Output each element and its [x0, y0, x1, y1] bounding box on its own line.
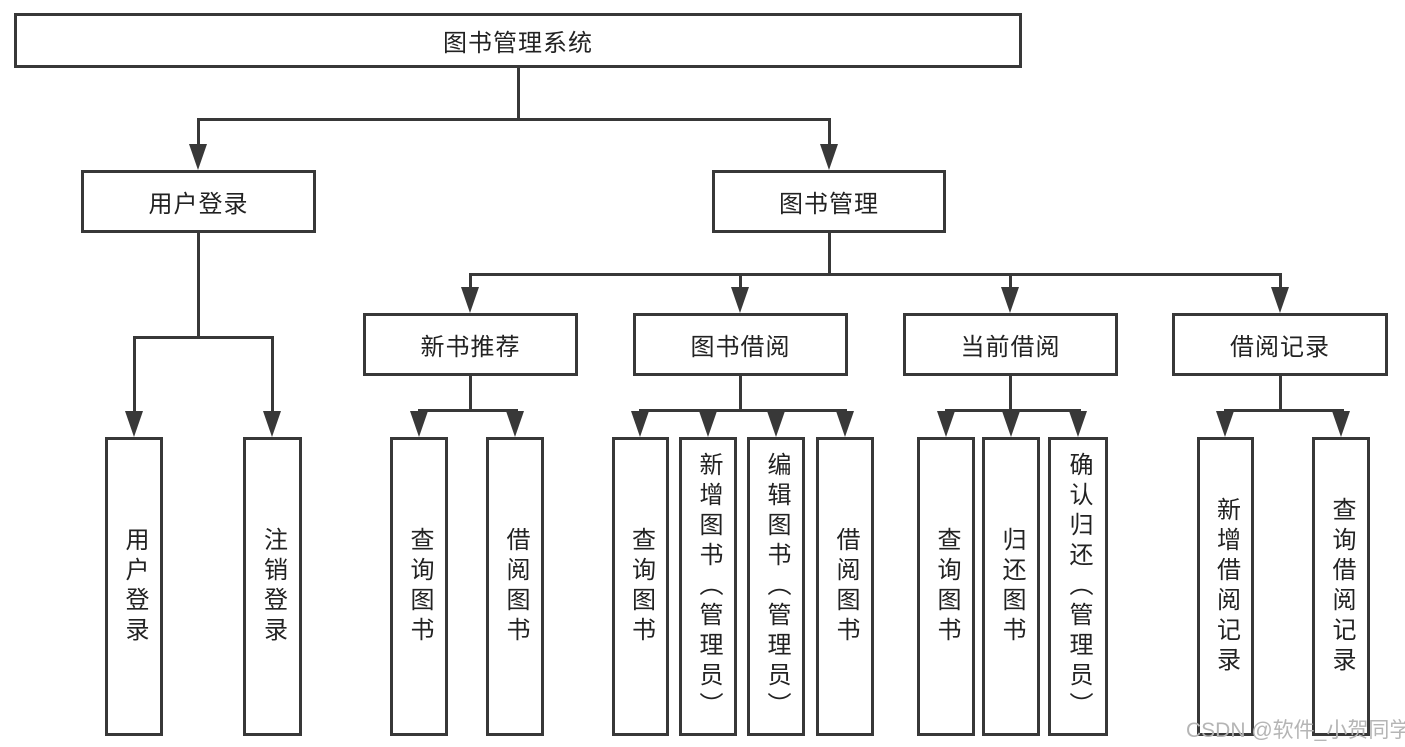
leaf-logout: 注销登录 — [243, 437, 302, 736]
edge-book-borrow-shaft — [739, 273, 742, 289]
node-user-login-label: 用户登录 — [148, 191, 249, 218]
arrowhead-bb-add-book — [699, 411, 717, 437]
leaf-bb-query-books-label: 查询图书 — [627, 526, 655, 647]
leaf-br-query-borrow-record-label: 查询借阅记录 — [1328, 496, 1355, 677]
arrowhead-bb-query-books — [631, 411, 649, 437]
edge-root-to-user-login-shaft — [197, 118, 200, 146]
leaf-bb-add-book-admin-label: 新增图书（管理员） — [695, 451, 722, 722]
leaf-cb-return-books-label: 归还图书 — [998, 526, 1025, 647]
leaf-br-add-borrow-record-label: 新增借阅记录 — [1212, 496, 1240, 677]
arrowhead-bb-edit-book — [767, 411, 785, 437]
leaf-nbr-query-books: 查询图书 — [390, 437, 448, 736]
leaf-bb-borrow-books: 借阅图书 — [816, 437, 874, 736]
node-library-system: 图书管理系统 — [14, 13, 1022, 68]
node-new-book-recommend: 新书推荐 — [363, 313, 578, 376]
leaf-cb-query-books-label: 查询图书 — [933, 526, 960, 647]
edge-book-borrow-stem — [739, 376, 742, 412]
edge-book-mgmt-stem — [828, 233, 831, 276]
edge-current-borrow-shaft — [1009, 273, 1012, 289]
node-user-login: 用户登录 — [81, 170, 316, 233]
leaf-nbr-query-books-label: 查询图书 — [406, 526, 433, 647]
arrowhead-cb-query-books — [937, 411, 955, 437]
node-book-management-label: 图书管理 — [779, 191, 879, 218]
csdn-watermark: CSDN @软件_小贺同学 — [1186, 719, 1405, 742]
arrowhead-current-borrow — [1001, 287, 1019, 313]
leaf-logout-label: 注销登录 — [259, 526, 287, 647]
edge-new-book-rec-stem — [469, 376, 472, 412]
node-book-management: 图书管理 — [712, 170, 946, 233]
leaf-bb-borrow-books-label: 借阅图书 — [832, 526, 859, 647]
leaf-cb-confirm-return-admin-label: 确认归还（管理员） — [1065, 451, 1092, 722]
edge-borrow-record-stem — [1279, 376, 1282, 412]
leaf-cb-query-books: 查询图书 — [917, 437, 975, 736]
node-book-borrowing-label: 图书借阅 — [690, 334, 791, 361]
leaf-cb-return-books: 归还图书 — [982, 437, 1040, 736]
leaf-nbr-borrow-books-label: 借阅图书 — [502, 526, 529, 647]
edge-current-borrow-stem — [1009, 376, 1012, 412]
edge-root-to-book-mgmt-shaft — [828, 118, 831, 146]
edge-leaf-logout-shaft — [271, 336, 274, 413]
edge-book-mgmt-rail — [469, 273, 1282, 276]
arrowhead-book-mgmt — [820, 144, 838, 170]
arrowhead-cb-confirm-return — [1069, 411, 1087, 437]
arrowhead-nbr-borrow-books — [506, 411, 524, 437]
node-book-borrowing: 图书借阅 — [633, 313, 848, 376]
node-borrowing-records: 借阅记录 — [1172, 313, 1388, 376]
arrowhead-br-add-record — [1216, 411, 1234, 437]
arrowhead-nbr-query-books — [410, 411, 428, 437]
node-borrowing-records-label: 借阅记录 — [1230, 334, 1330, 361]
arrowhead-cb-return-books — [1002, 411, 1020, 437]
edge-root-stem — [517, 68, 520, 118]
arrowhead-bb-borrow-books — [836, 411, 854, 437]
leaf-bb-edit-book-admin-label: 编辑图书（管理员） — [763, 451, 790, 722]
edge-book-borrow-rail — [639, 409, 847, 412]
node-new-book-recommend-label: 新书推荐 — [420, 334, 521, 361]
edge-root-rail — [197, 118, 831, 121]
leaf-user-login: 用户登录 — [105, 437, 163, 736]
arrowhead-book-borrow — [731, 287, 749, 313]
edge-leaf-user-login-shaft — [133, 336, 136, 413]
arrowhead-br-query-record — [1332, 411, 1350, 437]
arrowhead-new-book-rec — [461, 287, 479, 313]
node-current-borrowing-label: 当前借阅 — [960, 334, 1061, 361]
edge-new-book-rec-rail — [418, 409, 518, 412]
leaf-bb-edit-book-admin: 编辑图书（管理员） — [747, 437, 805, 736]
node-library-system-label: 图书管理系统 — [443, 30, 593, 57]
leaf-nbr-borrow-books: 借阅图书 — [486, 437, 544, 736]
edge-current-borrow-rail — [945, 409, 1081, 412]
edge-user-login-rail — [133, 336, 274, 339]
arrowhead-leaf-logout — [263, 411, 281, 437]
arrowhead-user-login — [189, 144, 207, 170]
arrowhead-borrow-record — [1271, 287, 1289, 313]
leaf-br-add-borrow-record: 新增借阅记录 — [1197, 437, 1254, 736]
edge-borrow-record-rail — [1224, 409, 1344, 412]
leaf-br-query-borrow-record: 查询借阅记录 — [1312, 437, 1370, 736]
leaf-cb-confirm-return-admin: 确认归还（管理员） — [1048, 437, 1108, 736]
node-current-borrowing: 当前借阅 — [903, 313, 1118, 376]
leaf-user-login-label: 用户登录 — [121, 526, 148, 647]
edge-borrow-record-shaft — [1279, 273, 1282, 289]
edge-new-book-rec-shaft — [469, 273, 472, 289]
edge-user-login-stem — [197, 233, 200, 336]
arrowhead-leaf-user-login — [125, 411, 143, 437]
leaf-bb-add-book-admin: 新增图书（管理员） — [679, 437, 737, 736]
leaf-bb-query-books: 查询图书 — [612, 437, 669, 736]
